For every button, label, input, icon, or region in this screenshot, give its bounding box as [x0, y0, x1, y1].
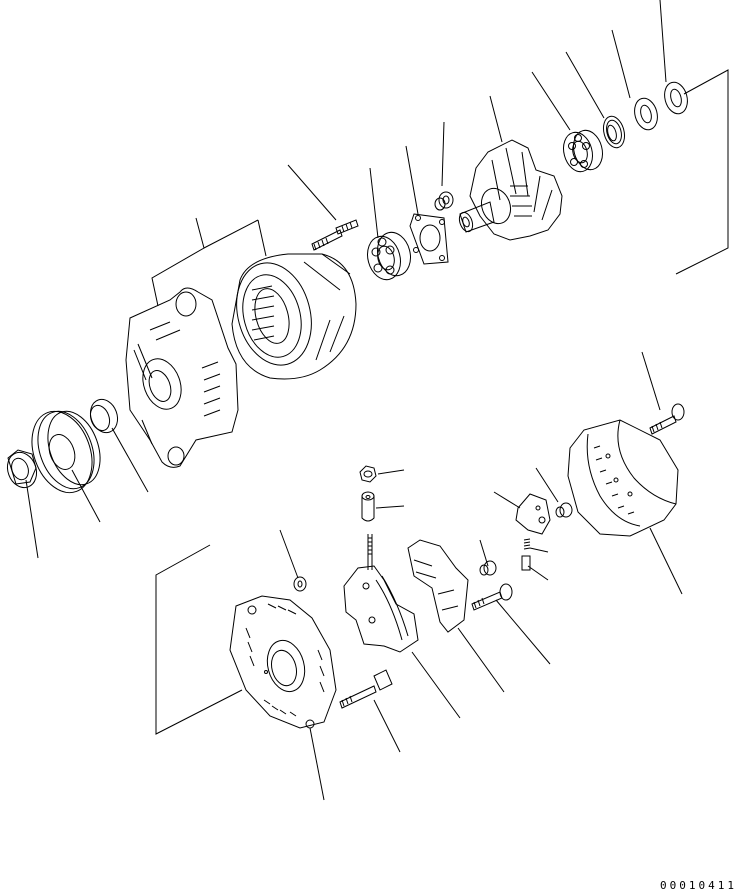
through-stud [311, 219, 359, 251]
regulator-screw [479, 560, 497, 576]
rear-cover [567, 419, 679, 537]
washer-2 [664, 81, 688, 115]
brush-spring [523, 538, 531, 550]
brush [521, 555, 531, 571]
rectifier [343, 534, 419, 653]
figure-id: 00010411 [660, 879, 737, 892]
spacer [89, 398, 119, 434]
pulley-nut [6, 449, 38, 489]
rear-bearing [563, 129, 603, 173]
frame-bolt [339, 669, 393, 709]
bearing-retainer-plate [409, 213, 449, 265]
terminal-insulator [361, 491, 375, 522]
rear-frame-nut [293, 576, 307, 592]
rear-frame [229, 595, 337, 729]
regulator [407, 539, 469, 633]
rear-cover-bolt [649, 403, 685, 435]
front-bearing [367, 231, 411, 281]
pulley [31, 410, 101, 494]
brush-screw [555, 502, 573, 518]
rotor [458, 139, 563, 241]
bearing-seal [602, 115, 626, 149]
terminal-nut [359, 465, 377, 483]
regulator-bolt [471, 583, 513, 611]
washer-1 [634, 97, 658, 131]
brush-holder [515, 493, 551, 535]
front-frame [125, 287, 239, 468]
leader-lines [25, 0, 729, 801]
retainer-screw [434, 191, 454, 211]
stator [231, 253, 357, 380]
